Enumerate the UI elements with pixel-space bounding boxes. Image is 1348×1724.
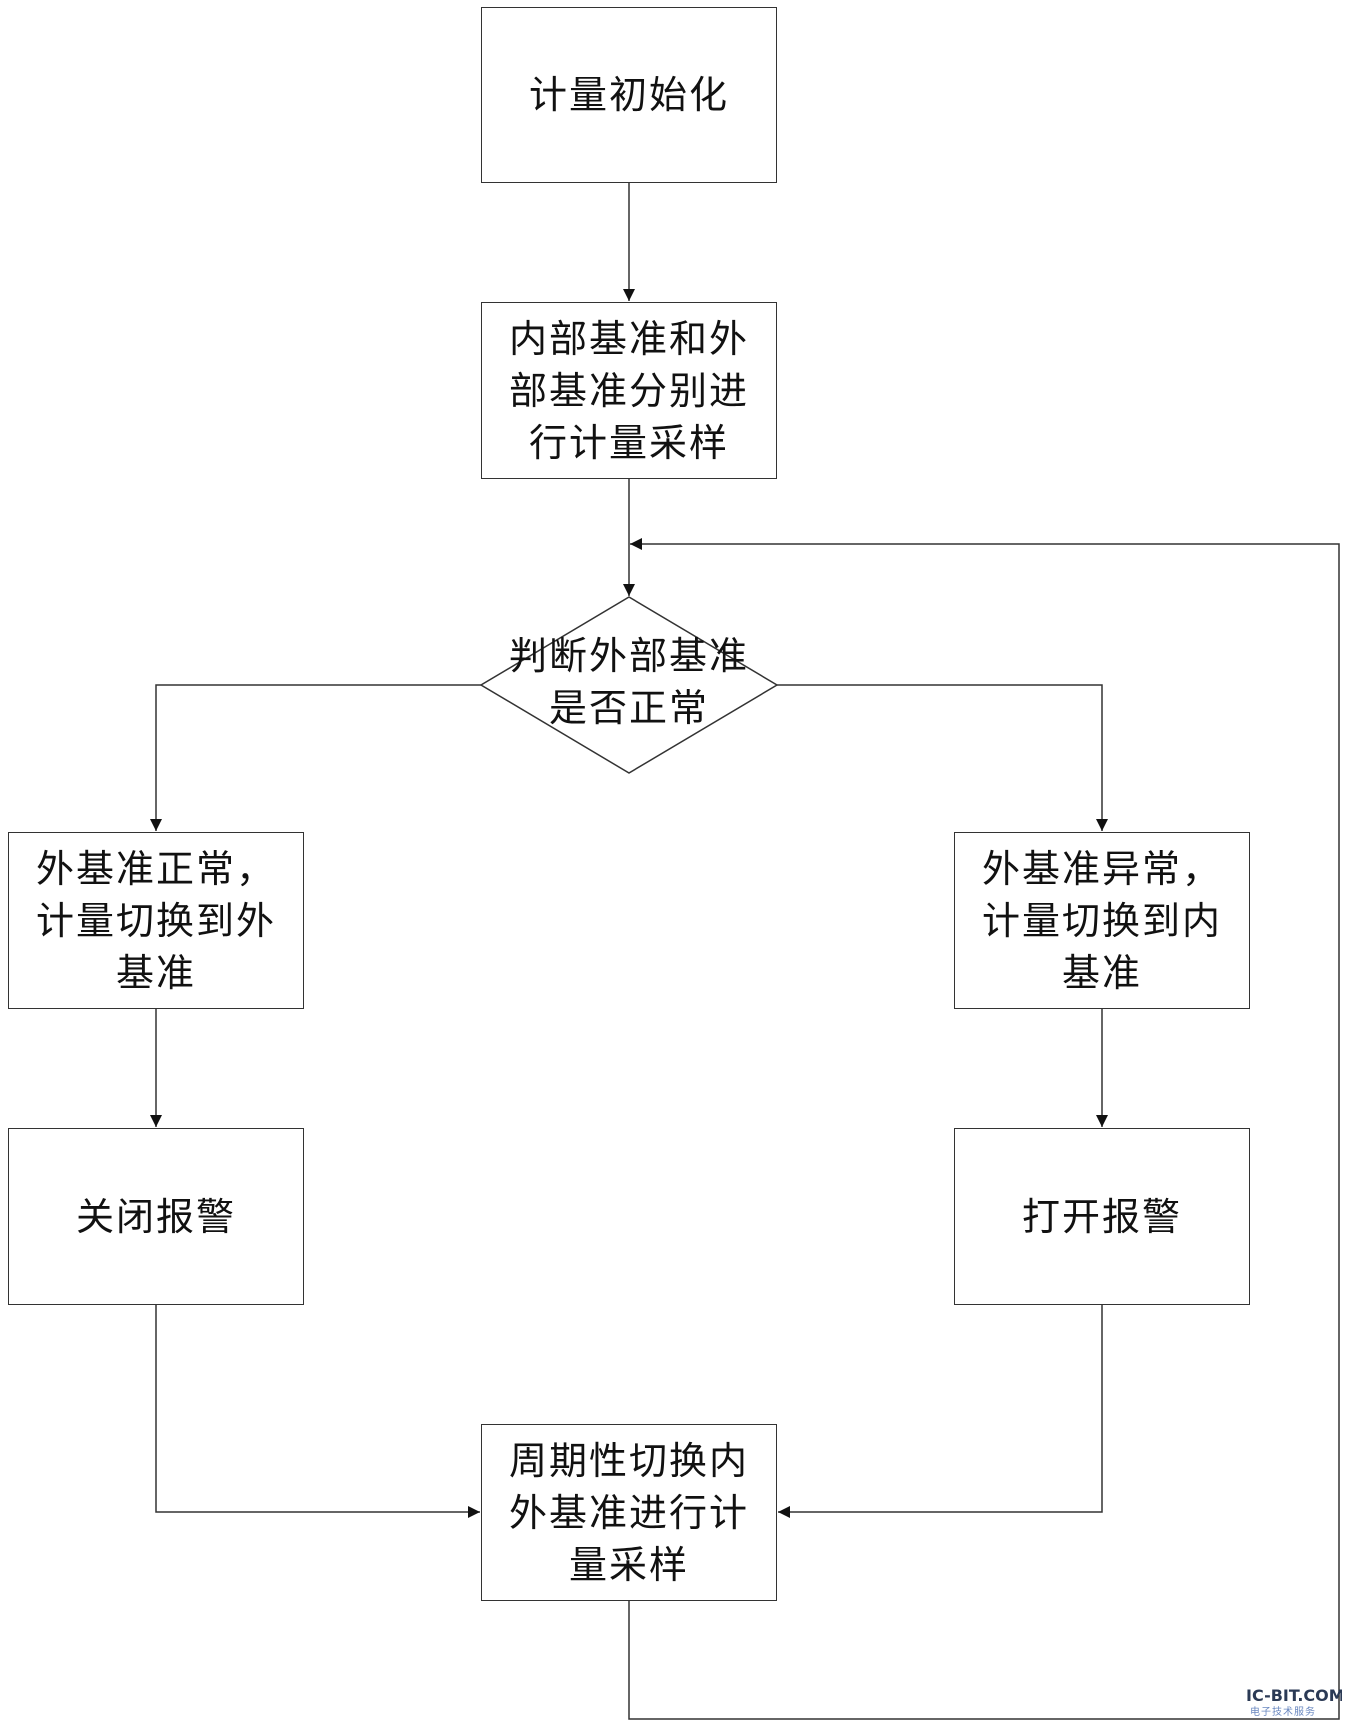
arrow-open-alarm-to-periodic bbox=[778, 1305, 1103, 1518]
node-external-normal-switch-label: 外基准正常，计量切换到外基准 bbox=[35, 846, 276, 995]
node-external-abnormal-switch: 外基准异常，计量切换到内基准 bbox=[954, 832, 1250, 1009]
arrow-decision-to-external-normal bbox=[150, 684, 481, 831]
node-close-alarm: 关闭报警 bbox=[8, 1128, 304, 1305]
decision-external-ok-label: 判断外部基准是否正常 bbox=[508, 634, 749, 730]
node-periodic-switch-sample-label: 周期性切换内外基准进行计量采样 bbox=[508, 1438, 749, 1587]
node-metering-init-label: 计量初始化 bbox=[528, 73, 729, 117]
node-open-alarm-label: 打开报警 bbox=[1021, 1194, 1182, 1239]
node-close-alarm-label: 关闭报警 bbox=[75, 1194, 236, 1239]
node-sample-both: 内部基准和外部基准分别进行计量采样 bbox=[481, 302, 777, 479]
node-metering-init: 计量初始化 bbox=[481, 7, 777, 183]
node-external-normal-switch: 外基准正常，计量切换到外基准 bbox=[8, 832, 304, 1009]
node-sample-both-label: 内部基准和外部基准分别进行计量采样 bbox=[508, 316, 749, 465]
arrow-close-alarm-to-periodic bbox=[155, 1305, 480, 1518]
arrow-decision-to-external-abnormal bbox=[777, 684, 1108, 831]
node-external-abnormal-switch-label: 外基准异常，计量切换到内基准 bbox=[981, 846, 1222, 995]
decision-diamond bbox=[479, 596, 779, 774]
watermark-logo: IC-BIT.COM 电子技术服务 bbox=[1232, 1686, 1342, 1718]
node-periodic-switch-sample: 周期性切换内外基准进行计量采样 bbox=[481, 1424, 777, 1601]
watermark-tagline: 电子技术服务 bbox=[1250, 1707, 1316, 1718]
watermark-logo-text: IC-BIT.COM bbox=[1246, 1686, 1342, 1705]
arrow-loop-back-to-decision bbox=[628, 538, 1340, 1720]
node-open-alarm: 打开报警 bbox=[954, 1128, 1250, 1305]
